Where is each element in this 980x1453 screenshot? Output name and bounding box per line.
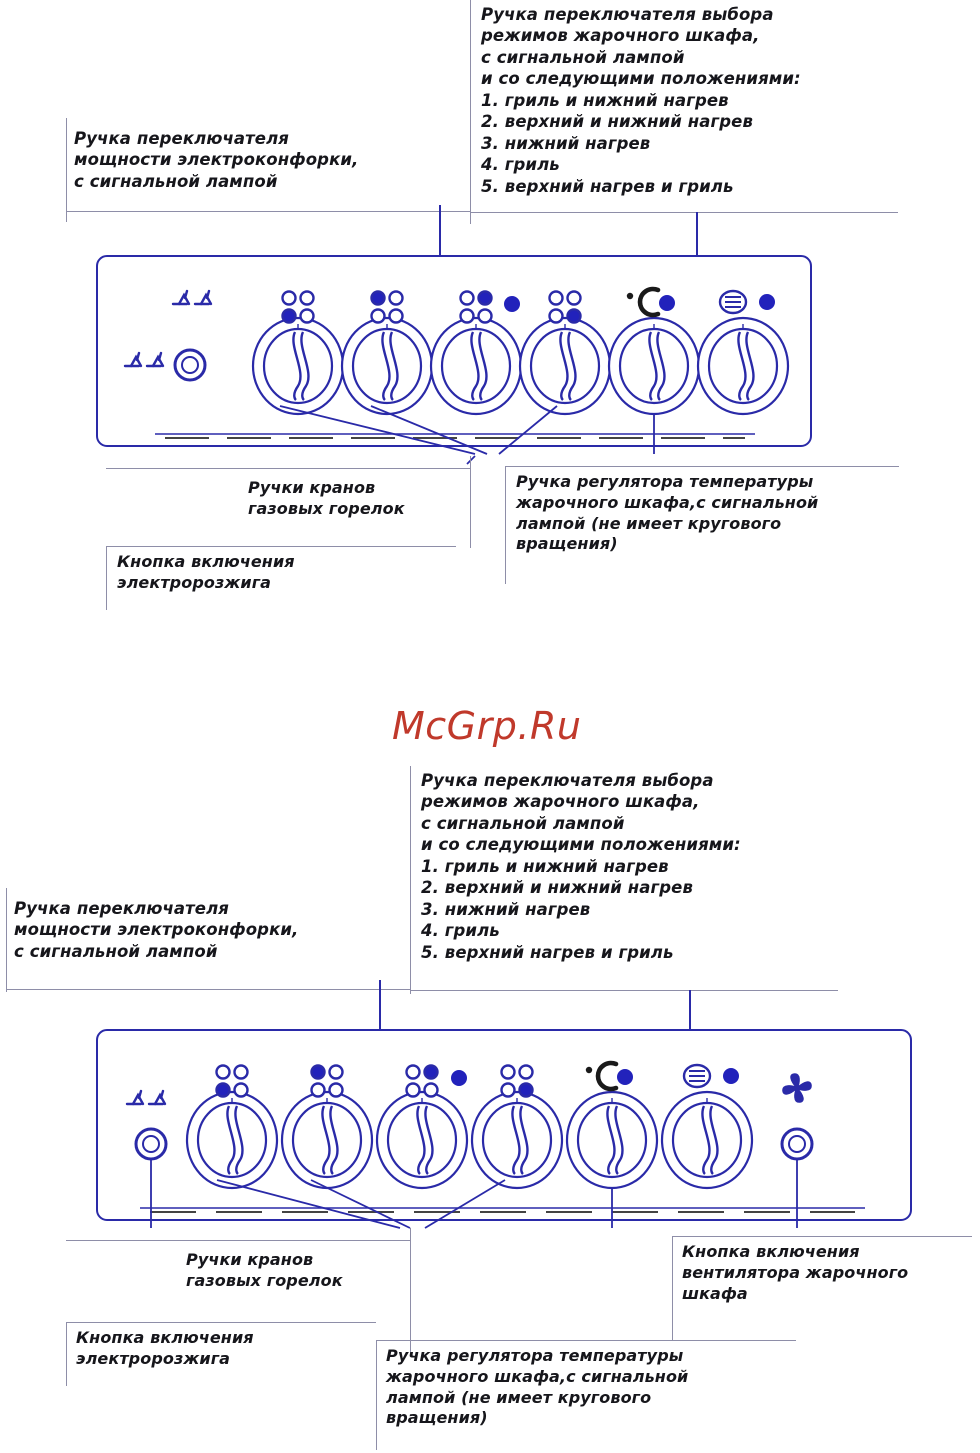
leader-rule-ignition-top bbox=[106, 546, 456, 547]
hob-position-front-left-icon bbox=[215, 1064, 249, 1104]
control-panel-top bbox=[96, 255, 812, 455]
gas-tap-knob-4[interactable] bbox=[470, 1090, 564, 1190]
label-hotplate-knob-top: Ручка переключателя мощности электроконф… bbox=[74, 129, 359, 191]
indicator-lamp bbox=[759, 294, 775, 310]
oven-fan-button[interactable] bbox=[780, 1127, 814, 1161]
leader-line-fan-bottom bbox=[672, 1236, 673, 1340]
spark-ignition-icon bbox=[125, 1089, 167, 1106]
control-panel-bottom bbox=[96, 1029, 912, 1229]
gas-tap-knob-3[interactable] bbox=[375, 1090, 469, 1190]
leader-rule-gas-taps-bottom bbox=[66, 1240, 410, 1241]
label-gas-taps-bottom: Ручки кранов газовых горелок bbox=[186, 1250, 343, 1290]
leader-line-oven-mode-top bbox=[470, 0, 471, 224]
indicator-lamp bbox=[659, 295, 675, 311]
label-gas-taps-top: Ручки кранов газовых горелок bbox=[248, 478, 405, 518]
gas-tap-knob-2[interactable] bbox=[340, 316, 434, 416]
label-thermostat-knob-bottom: Ручка регулятора температуры жарочного ш… bbox=[386, 1346, 689, 1428]
knob-leader-lines bbox=[279, 405, 655, 455]
leader-line-gas-taps-top bbox=[470, 456, 471, 548]
leader-rule-ignition-bottom bbox=[66, 1322, 376, 1323]
fan-icon bbox=[782, 1073, 812, 1103]
gas-tap-knob-3[interactable] bbox=[429, 316, 523, 416]
indicator-lamp bbox=[617, 1069, 633, 1085]
indicator-lamp bbox=[504, 296, 520, 312]
leader-line-hotplate-bottom bbox=[6, 888, 7, 992]
leader-rule-thermostat-top bbox=[505, 466, 899, 467]
thermostat-knob[interactable] bbox=[607, 316, 701, 416]
oven-mode-knob[interactable] bbox=[660, 1090, 754, 1190]
leader-line-hotplate-top bbox=[66, 118, 67, 222]
label-oven-mode-knob-bottom: Ручка переключателя выбора режимов жароч… bbox=[421, 771, 741, 962]
spark-ignition-icon bbox=[123, 289, 213, 368]
leader-rule-oven-mode-top bbox=[470, 212, 898, 213]
leader-rule-hotplate-bottom bbox=[6, 989, 410, 990]
leader-line-ignition-bottom bbox=[66, 1322, 67, 1386]
leader-line-gas-taps-bottom bbox=[410, 1228, 411, 1356]
leader-line-oven-mode-bottom bbox=[410, 766, 411, 994]
ignition-button[interactable] bbox=[173, 348, 207, 382]
leader-rule-thermostat-bottom bbox=[376, 1340, 796, 1341]
hob-position-front-right-icon bbox=[548, 290, 582, 330]
ignition-button[interactable] bbox=[134, 1127, 168, 1161]
hob-position-rear-right-icon bbox=[405, 1064, 439, 1104]
gas-tap-knob-2[interactable] bbox=[280, 1090, 374, 1190]
thermostat-knob[interactable] bbox=[565, 1090, 659, 1190]
oven-grill-icon bbox=[718, 289, 748, 330]
hob-position-front-left-icon bbox=[281, 290, 315, 330]
label-ignition-button-top: Кнопка включения электророзжига bbox=[117, 552, 295, 592]
knob-leader-lines bbox=[150, 1159, 798, 1229]
label-oven-fan-button: Кнопка включения вентилятора жарочного ш… bbox=[682, 1242, 909, 1303]
gas-tap-knob-4[interactable] bbox=[518, 316, 612, 416]
hob-position-front-right-icon bbox=[500, 1064, 534, 1104]
hob-position-rear-left-icon bbox=[310, 1064, 344, 1104]
leader-line-ignition-top bbox=[106, 546, 107, 610]
leader-rule-fan-bottom bbox=[672, 1236, 972, 1237]
degrees-celsius-icon bbox=[626, 286, 661, 330]
gas-tap-knob-1[interactable] bbox=[251, 316, 345, 416]
label-oven-mode-knob-top: Ручка переключателя выбора режимов жароч… bbox=[481, 5, 801, 196]
oven-grill-icon bbox=[682, 1063, 712, 1104]
leader-line-thermostat-bottom bbox=[376, 1340, 377, 1450]
oven-mode-knob[interactable] bbox=[696, 316, 790, 416]
label-thermostat-knob-top: Ручка регулятора температуры жарочного ш… bbox=[516, 472, 819, 554]
degrees-celsius-icon bbox=[585, 1060, 619, 1104]
leader-rule-gas-taps-top bbox=[106, 468, 470, 469]
indicator-lamp bbox=[723, 1068, 739, 1084]
leader-rule-oven-mode-bottom bbox=[410, 990, 838, 991]
gas-tap-knob-1[interactable] bbox=[185, 1090, 279, 1190]
indicator-lamp bbox=[451, 1070, 467, 1086]
leader-lines-below-top-panel bbox=[466, 455, 476, 465]
watermark-logo: McGrp.Ru bbox=[392, 704, 582, 748]
label-hotplate-knob-bottom: Ручка переключателя мощности электроконф… bbox=[14, 899, 299, 961]
leader-rule-hotplate-top bbox=[66, 211, 470, 212]
hob-position-rear-left-icon bbox=[370, 290, 404, 330]
leader-line-thermostat-top bbox=[505, 466, 506, 584]
label-ignition-button-bottom: Кнопка включения электророзжига bbox=[76, 1328, 254, 1368]
hob-position-rear-right-icon bbox=[459, 290, 493, 330]
